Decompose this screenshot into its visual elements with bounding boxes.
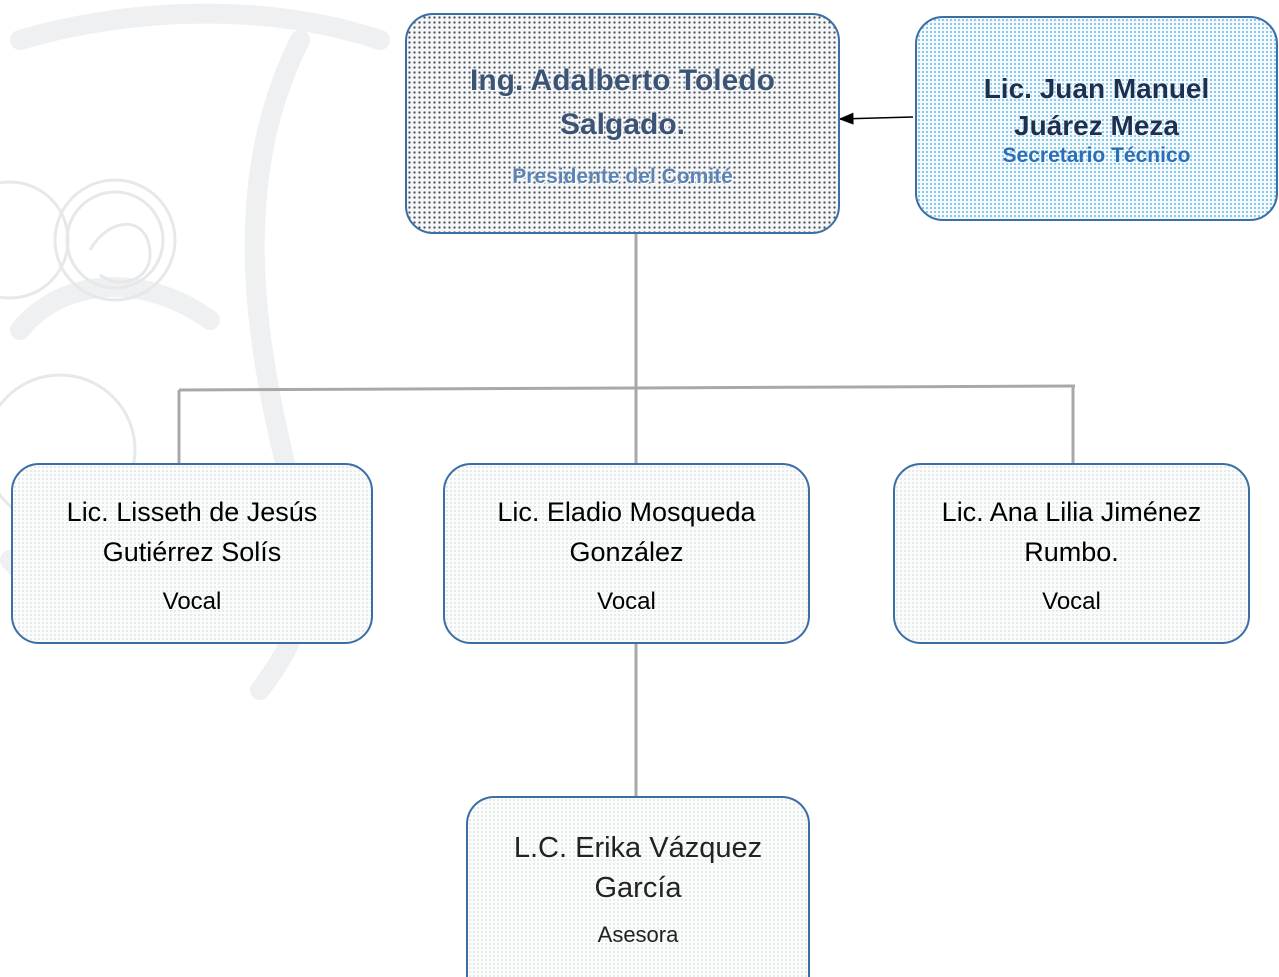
secretary-name: Lic. Juan Manuel Juárez Meza bbox=[983, 72, 1210, 141]
advisor-role: Asesora bbox=[597, 921, 679, 947]
president-box: Ing. Adalberto Toledo Salgado. President… bbox=[405, 13, 840, 234]
secretary-box: Lic. Juan Manuel Juárez Meza Secretario … bbox=[915, 16, 1278, 221]
secretary-arrow bbox=[838, 112, 914, 125]
president-name: Ing. Adalberto Toledo Salgado. bbox=[470, 63, 775, 141]
secretary-role: Secretario Técnico bbox=[1002, 143, 1191, 167]
vocal-name-1: Lic. Lisseth de Jesús Gutiérrez Solís bbox=[66, 496, 318, 567]
vocals-horizontal-line bbox=[178, 384, 1076, 392]
vocal-role-2: Vocal bbox=[597, 587, 656, 615]
president-role: Presidente del Comité bbox=[512, 164, 733, 188]
advisor-name: L.C. Erika Vázquez García bbox=[513, 831, 763, 904]
vocal-role-3: Vocal bbox=[1042, 587, 1101, 615]
vocal-role-1: Vocal bbox=[162, 587, 222, 615]
vocal-name-3: Lic. Ana Lilia Jiménez Rumbo. bbox=[941, 496, 1202, 567]
vocal-box-1: Lic. Lisseth de Jesús Gutiérrez Solís Vo… bbox=[11, 463, 373, 644]
vocal-box-2: Lic. Eladio Mosqueda González Vocal bbox=[443, 463, 810, 644]
vocal-box-3: Lic. Ana Lilia Jiménez Rumbo. Vocal bbox=[893, 463, 1250, 644]
advisor-box: L.C. Erika Vázquez García Asesora bbox=[466, 796, 810, 977]
vocal-name-2: Lic. Eladio Mosqueda González bbox=[497, 496, 756, 567]
